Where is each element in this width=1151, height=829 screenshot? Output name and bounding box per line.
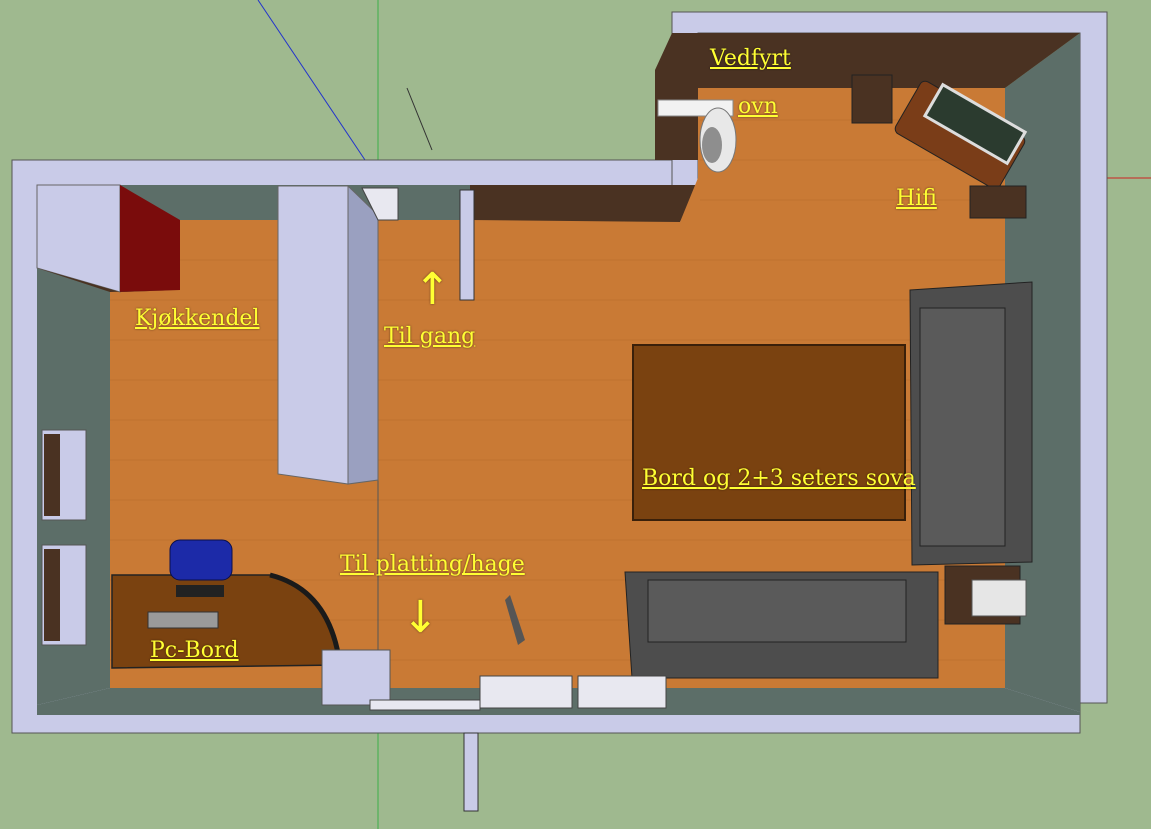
hall-door-panel [459,189,475,301]
monitor [147,611,219,629]
wood-stove-inner [702,127,722,163]
label-hifi: Hifi [896,186,937,211]
side-monitor [971,579,1027,617]
inner-wall-top-mid [470,185,700,222]
office-chair [169,539,233,581]
patio-threshold [369,699,481,711]
patio-door-panel [463,732,479,812]
bottom-window-1 [479,675,573,709]
sofa-2-seat-cushion [647,579,907,643]
kitchen-island-side [347,184,379,485]
kitchen-island [277,185,349,485]
speaker-left [851,74,893,124]
patio-door-step [321,649,391,706]
label-til-platting: Til platting/hage [340,552,525,577]
pc-desk-edge [269,572,343,666]
window-left-1-inner [44,434,60,516]
arrow-down: ↓ [402,592,439,643]
keyboard [176,585,224,597]
label-kjokkendel: Kjøkkendel [135,306,260,331]
shadow-line [406,87,433,151]
hall-door-frame [361,187,399,221]
sofa-3-seat-cushion [919,307,1006,547]
label-til-gang: Til gang [384,324,476,349]
speaker-right [969,185,1027,219]
hifi-tv [894,80,1028,190]
label-ovn: ovn [738,94,778,119]
coffee-table [632,344,906,521]
floor-object [505,595,525,645]
bottom-window-2 [577,675,667,709]
inner-wall-annex-left [655,33,698,160]
label-bord-sova: Bord og 2+3 seters sova [642,466,916,491]
label-pc-bord: Pc-Bord [150,638,239,663]
label-vedfyrt: Vedfyrt [710,46,791,71]
axis-line-blue [257,0,366,161]
inner-wall-annex-top [698,33,1080,88]
arrow-up: ↑ [414,264,451,315]
kitchen-cabinet-red [120,185,180,292]
window-left-2-inner [44,549,60,641]
